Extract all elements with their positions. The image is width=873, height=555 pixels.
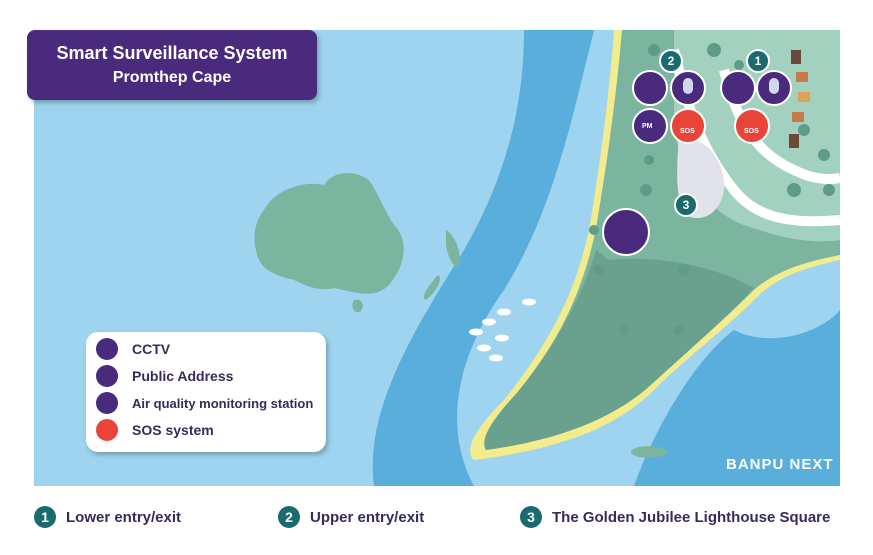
title-box: Smart Surveillance System Promthep Cape xyxy=(27,30,317,100)
tasmania xyxy=(352,299,363,313)
cctv-icon xyxy=(96,338,118,360)
legend-item-air-quality: Air quality monitoring station xyxy=(96,390,313,416)
sos-marker-2[interactable]: SOS xyxy=(670,108,706,144)
bottom-legend-item-1: 1 Lower entry/exit xyxy=(34,505,181,529)
cape-shade xyxy=(484,250,754,450)
trees xyxy=(589,43,835,335)
air-quality-marker[interactable]: PM xyxy=(632,108,668,144)
number-badge: 3 xyxy=(520,506,542,528)
map-area: PM SOS 2 SOS 1 3 xyxy=(34,30,840,486)
sos-label: SOS xyxy=(744,128,759,135)
brand-logo: BANPU NEXT xyxy=(726,456,834,473)
bottom-legend-label: Upper entry/exit xyxy=(310,508,425,526)
legend-item-cctv: CCTV xyxy=(96,336,170,362)
bottom-legend-label: Lower entry/exit xyxy=(66,508,182,526)
cctv-marker-3[interactable] xyxy=(602,208,650,256)
pm-label: PM xyxy=(642,123,653,130)
public-address-marker-2[interactable] xyxy=(670,70,706,106)
new-zealand-south xyxy=(423,275,441,300)
number-badge: 1 xyxy=(34,506,56,528)
air-quality-icon xyxy=(96,392,118,414)
microphone-icon xyxy=(96,365,118,387)
marker-badge-3: 3 xyxy=(674,193,698,217)
microphone-icon xyxy=(769,78,779,94)
legend-label: SOS system xyxy=(132,422,214,438)
legend-label: Public Address xyxy=(132,368,234,384)
title-line-2: Promthep Cape xyxy=(112,69,232,86)
number-badge: 2 xyxy=(278,506,300,528)
bottom-legend-label: The Golden Jubilee Lighthouse Square xyxy=(552,508,831,526)
legend-label: Air quality monitoring station xyxy=(132,395,314,411)
fish-school xyxy=(469,298,536,362)
new-zealand-north xyxy=(446,230,460,267)
sos-icon xyxy=(96,419,118,441)
sos-marker-1[interactable]: SOS xyxy=(734,108,770,144)
island xyxy=(631,446,667,458)
australia-landmass xyxy=(254,173,404,294)
title-line-1: Smart Surveillance System xyxy=(56,43,288,63)
houses xyxy=(789,50,810,148)
deep-water-band xyxy=(372,30,594,486)
legend-item-sos: SOS system xyxy=(96,417,214,443)
marker-badge-2: 2 xyxy=(659,49,683,73)
cctv-marker-2[interactable] xyxy=(632,70,668,106)
bottom-legend-item-2: 2 Upper entry/exit xyxy=(278,505,424,529)
legend-label: CCTV xyxy=(132,341,171,357)
deep-water-east xyxy=(634,310,840,486)
marker-badge-1: 1 xyxy=(746,49,770,73)
public-address-marker-1[interactable] xyxy=(756,70,792,106)
bottom-legend-item-3: 3 The Golden Jubilee Lighthouse Square xyxy=(520,505,830,529)
legend-panel: CCTV Public Address Air quality monitori… xyxy=(86,332,326,452)
legend-item-public-address: Public Address xyxy=(96,363,233,389)
sos-label: SOS xyxy=(680,128,695,135)
microphone-icon xyxy=(683,78,693,94)
cctv-marker-1[interactable] xyxy=(720,70,756,106)
